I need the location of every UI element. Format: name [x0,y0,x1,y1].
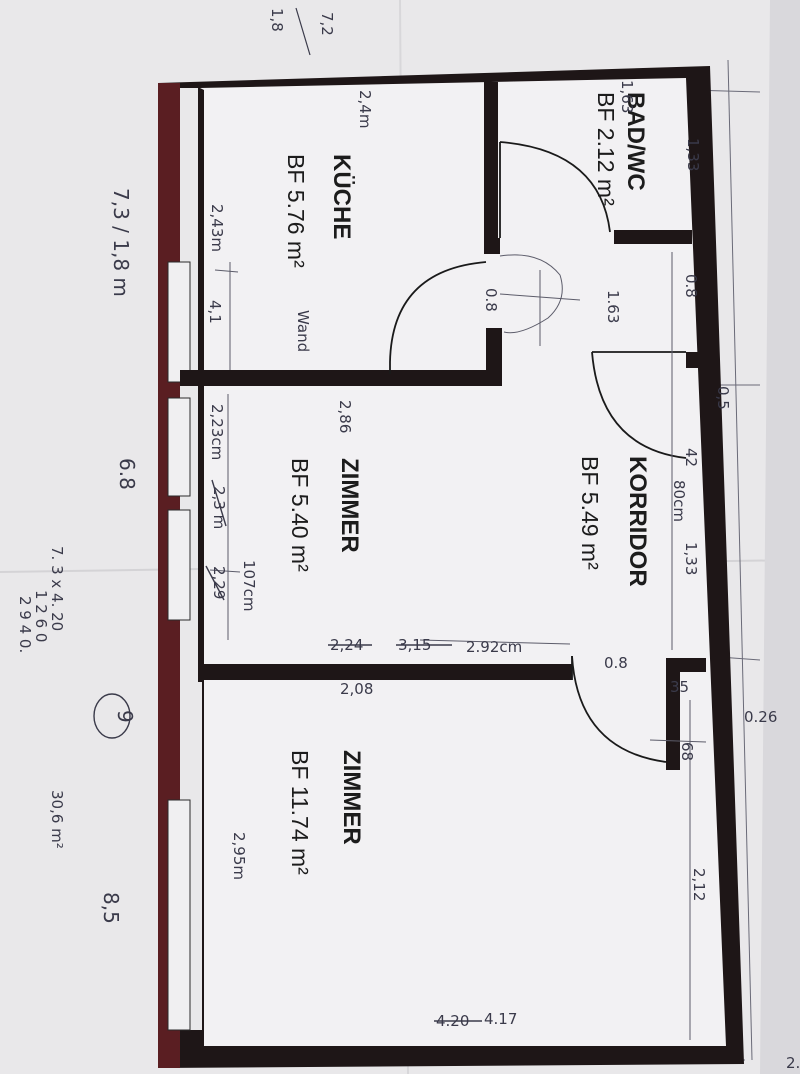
dim: 42 [682,448,700,467]
wall-korridor [686,352,716,368]
room-area: BF 11.74 m² [287,750,313,875]
room-name: KÜCHE [328,154,355,239]
window [167,397,191,497]
window [167,509,191,621]
room-kueche: KÜCHE BF 5.76 m² [283,154,355,268]
wall-bad-left [484,82,498,252]
room-area: BF 2.12 m² [593,92,619,206]
handwritten-notes: 7,2 1,8 7,3 / 1,8 m 6.8 7. 3 x 4. 20 1 2… [16,7,800,1072]
dim: 0,5 [714,386,732,410]
pencil-sketch [209,252,707,1040]
room-korridor: KORRIDOR BF 5.49 m² [577,456,651,587]
wall-kueche-stub [486,328,502,386]
note: 8,5 [99,892,123,924]
dim: 1,33 [684,138,702,171]
note: 6.8 [115,458,139,490]
dim: 0.8 [682,274,700,298]
wall-bad-right [614,230,692,244]
wall-kueche [180,370,502,386]
window [167,799,191,1031]
dim: 1.63 [604,290,622,323]
dim: 2,4m [356,90,374,128]
note-fraction-bar [295,7,311,56]
note: 7,2 [318,12,336,36]
note: 7,3 / 1,8 m [109,188,133,297]
dim: 2,95m [230,832,248,880]
wall-zimmer-post [666,658,680,770]
dim: 2.92cm [466,638,522,656]
wall-bad-bottom [484,238,500,254]
note: 7. 3 x 4. 20 [48,546,66,631]
dim: 107cm [240,560,258,612]
room-bad: BAD/WC BF 2.12 m² [593,92,649,206]
door-korridor [591,351,687,459]
note-circle [93,693,131,739]
room-name: KORRIDOR [624,456,651,587]
interior-walls [180,82,716,770]
room-area: BF 5.76 m² [283,154,309,268]
window [167,261,191,383]
interior [200,78,726,1046]
room-area: BF 5.49 m² [577,456,603,570]
dim: 1,33 [682,542,700,575]
room-name: BAD/WC [622,92,649,191]
note: 1 2 6 0 [32,590,50,642]
wall-zimmer [200,664,572,680]
dim: 0.8 [482,288,500,312]
room-area: BF 5.40 m² [287,458,313,572]
paper-shadow [760,0,800,1074]
dim: 2,86 [336,400,354,433]
door-bad [499,141,611,233]
room-name: ZIMMER [338,750,365,845]
dim: 2,29 [210,566,228,599]
note: 1,8 [268,8,286,32]
dim: 68 [678,742,696,761]
dim: 1,63 [618,80,636,113]
dim: 0.26 [744,708,777,726]
room-zimmer-small: ZIMMER BF 5.40 m² [287,458,363,572]
dim: 2,08 [340,680,373,698]
dim: 35 [670,678,689,696]
dim: 4,1 [206,300,224,324]
dim: 2,12 [690,868,708,901]
windows [167,261,191,1031]
door-swings [389,141,687,763]
door-kueche [389,261,487,363]
dim: 2,43m [208,204,226,252]
dim: 2,23cm [208,404,226,460]
note: 2 9 4 0. [16,596,34,653]
room-name: ZIMMER [336,458,363,553]
dim: 80cm [670,480,688,522]
note: 30,6 m² [48,790,66,849]
dim: 4.17 [484,1010,517,1028]
dim: Wand [294,310,312,352]
dim: 2. [786,1054,800,1072]
note: 9 [113,710,137,723]
dim: 0.8 [604,654,628,672]
room-zimmer-large: ZIMMER BF 11.74 m² [287,750,365,875]
door-zimmer [571,655,667,763]
